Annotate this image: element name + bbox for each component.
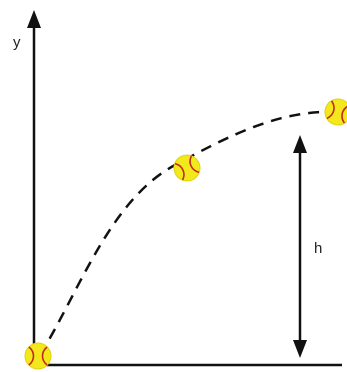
ball-mid-flight bbox=[173, 154, 201, 182]
ball-at-peak bbox=[324, 98, 347, 126]
height-arrow-bottom bbox=[293, 340, 307, 358]
softball-icon bbox=[324, 98, 347, 126]
y-axis-label: y bbox=[13, 34, 21, 51]
softball-icon bbox=[173, 154, 201, 182]
trajectory-path bbox=[38, 110, 336, 356]
height-label: h bbox=[314, 240, 322, 257]
y-axis bbox=[27, 10, 41, 360]
ball-at-launch bbox=[24, 342, 52, 370]
y-axis-arrowhead bbox=[27, 10, 41, 28]
height-arrow bbox=[293, 135, 307, 358]
height-arrow-top bbox=[293, 135, 307, 153]
softball-icon bbox=[24, 342, 52, 370]
